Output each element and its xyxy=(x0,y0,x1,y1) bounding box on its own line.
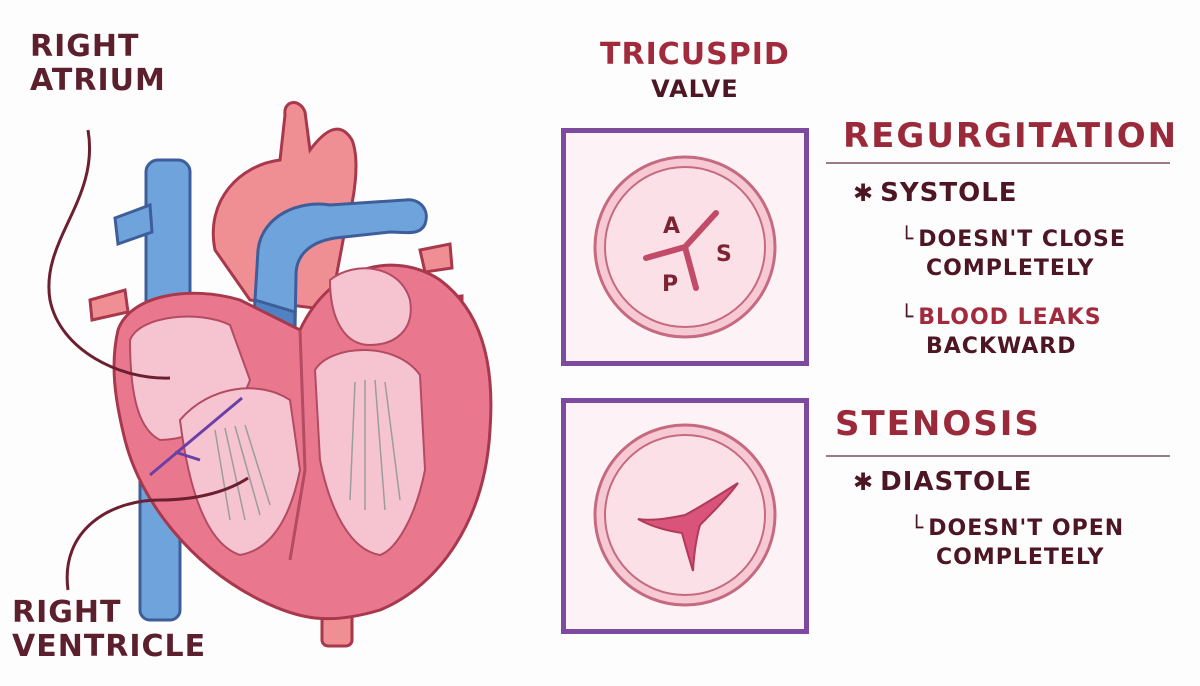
label-right-atrium: Right Atrium xyxy=(30,29,166,98)
tricuspid-valve-closed-icon: A S P xyxy=(593,155,777,339)
right-ventricle-chamber xyxy=(178,387,302,557)
heart-illustration xyxy=(47,101,493,648)
branch-hook-icon: └ xyxy=(900,227,915,252)
left-atrium-chamber xyxy=(328,267,412,347)
heading-regurgitation: Regurgitation xyxy=(843,116,1179,156)
valve-stenosis-panel xyxy=(561,398,809,634)
right-atrium-leader xyxy=(47,129,171,380)
label-right-ventricle: Right Ventricle xyxy=(12,595,207,664)
leaflet-septal: S xyxy=(716,242,732,267)
phase-diastole: ✱Diastole xyxy=(853,467,1033,497)
leaflet-anterior: A xyxy=(663,214,680,239)
pulmonary-branch-icon xyxy=(113,202,154,247)
regurgitation-point-2: └Blood Leaks Backward xyxy=(900,305,1102,359)
pulmonary-trunk xyxy=(253,198,428,333)
stenosis-point-1: └Doesn't Open Completely xyxy=(910,516,1125,570)
label-tricuspid-valve: Tricuspid Valve xyxy=(600,37,790,103)
tricuspid-valve-stenotic-icon xyxy=(593,423,777,607)
divider xyxy=(826,455,1170,457)
branch-hook-icon: └ xyxy=(900,305,915,330)
leaflet-posterior: P xyxy=(662,272,678,297)
regurgitation-point-1: └Doesn't Close Completely xyxy=(900,227,1126,281)
phase-systole: ✱Systole xyxy=(853,178,1018,208)
left-ventricle-chamber xyxy=(313,349,427,557)
heading-stenosis: Stenosis xyxy=(835,404,1041,444)
branch-hook-icon: └ xyxy=(910,516,925,541)
right-ventricle-leader xyxy=(65,476,249,591)
aorta xyxy=(211,101,358,312)
asterisk-icon: ✱ xyxy=(853,468,875,496)
valve-marker xyxy=(149,396,243,477)
asterisk-icon: ✱ xyxy=(853,179,875,207)
divider xyxy=(826,162,1170,164)
valve-closed-panel: A S P xyxy=(561,128,809,366)
